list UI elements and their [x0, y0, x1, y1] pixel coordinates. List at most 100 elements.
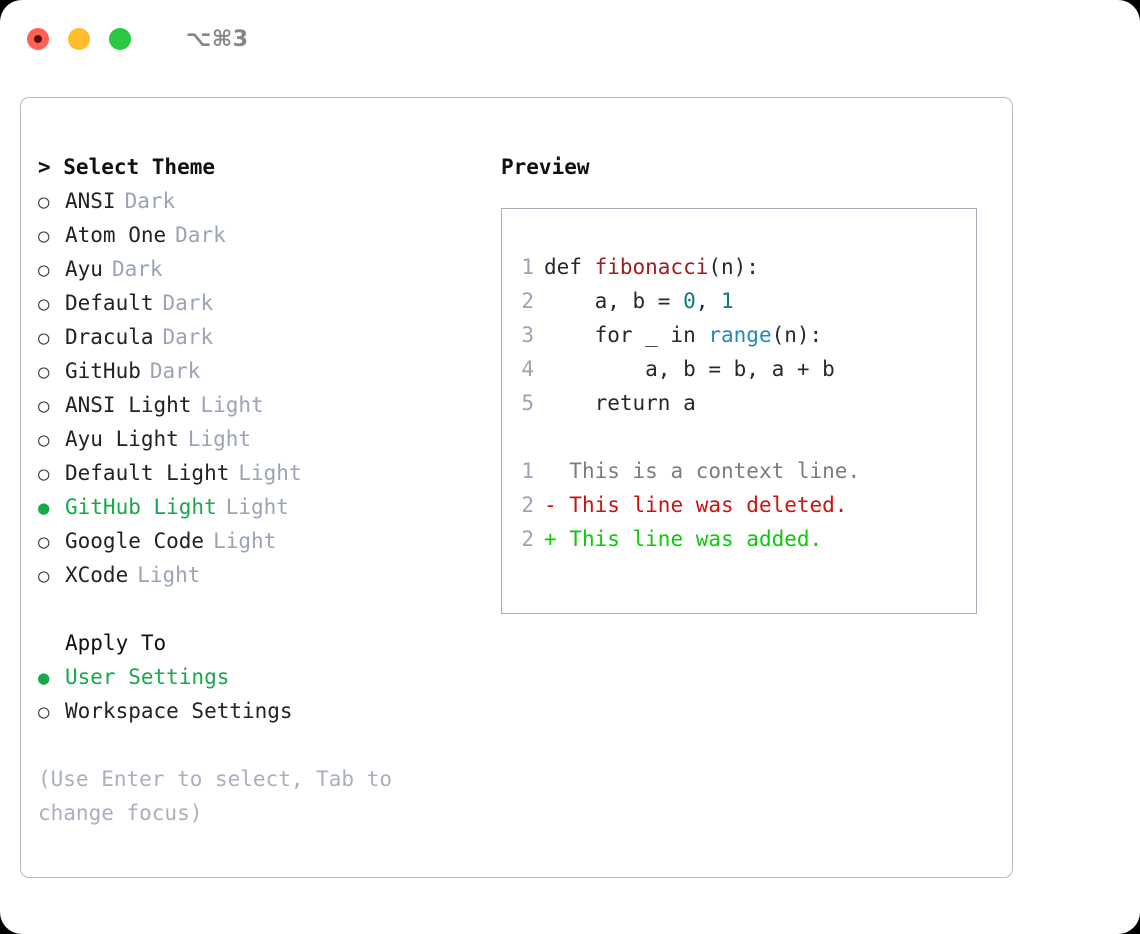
theme-option-label: Atom One: [65, 223, 167, 247]
theme-option-tag: Light: [137, 563, 201, 587]
theme-option[interactable]: ○ Google Code Light: [38, 524, 488, 558]
line-number: 1: [521, 459, 534, 483]
diff-marker: +: [544, 527, 570, 551]
theme-option-tag: Dark: [162, 325, 214, 349]
diff-marker: -: [544, 493, 570, 517]
radio-unselected-icon: ○: [38, 565, 50, 587]
theme-option-tag: Dark: [111, 257, 163, 281]
theme-option[interactable]: ○ ANSI Dark: [38, 184, 488, 218]
theme-option-tag: Dark: [175, 223, 226, 247]
theme-option-label: XCode: [65, 563, 129, 587]
code-line-text: return a: [544, 386, 696, 420]
radio-unselected-icon: ○: [38, 463, 50, 485]
radio-selected-icon: ●: [38, 497, 50, 519]
radio-unselected-icon: ○: [38, 531, 50, 553]
code-token: 0: [683, 289, 696, 313]
theme-option-tag: Dark: [162, 291, 214, 315]
keyboard-shortcut-label: ⌥⌘3: [186, 26, 249, 52]
radio-unselected-icon: ○: [38, 293, 50, 315]
code-token: a, b =: [544, 289, 684, 313]
code-token: def: [544, 255, 595, 279]
theme-option-tag: Dark: [124, 189, 176, 213]
minimize-button[interactable]: [68, 28, 90, 50]
theme-option-label: Ayu: [65, 257, 103, 281]
code-diff-spacer: [502, 420, 976, 454]
code-token: return a: [544, 391, 696, 415]
line-number: 5: [521, 391, 534, 415]
radio-unselected-icon: ○: [38, 395, 50, 417]
theme-option-tag: Light: [213, 529, 277, 553]
select-theme-header: > Select Theme: [38, 155, 216, 179]
theme-option[interactable]: ● GitHub Light Light: [38, 490, 488, 524]
code-line-text: for _ in range(n):: [544, 318, 823, 352]
apply-to-option-label: User Settings: [65, 665, 230, 689]
diff-line-text: This is a context line.: [569, 459, 861, 483]
theme-option[interactable]: ○ Ayu Light Light: [38, 422, 488, 456]
theme-option[interactable]: ○ XCode Light: [38, 558, 488, 592]
theme-option-label: Google Code: [65, 529, 205, 553]
apply-to-header: Apply To: [65, 631, 167, 655]
code-line: 5 return a: [502, 386, 976, 420]
code-line: 4 a, b = b, a + b: [502, 352, 976, 386]
code-line: 2 a, b = 0, 1: [502, 284, 976, 318]
apply-to-option[interactable]: ● User Settings: [38, 660, 488, 694]
title-bar: ⌥⌘3: [0, 0, 1140, 78]
window-controls: [27, 28, 131, 50]
diff-line-text: This line was deleted.: [569, 493, 848, 517]
code-token: range: [708, 323, 772, 347]
radio-unselected-icon: ○: [38, 361, 50, 383]
code-token: for _ in: [544, 323, 709, 347]
keyboard-hint: (Use Enter to select, Tab to change focu…: [38, 767, 393, 825]
radio-unselected-icon: ○: [38, 191, 50, 213]
apply-to-option-label: Workspace Settings: [65, 699, 293, 723]
apply-to-option[interactable]: ○ Workspace Settings: [38, 694, 488, 728]
code-token: (n):: [708, 255, 759, 279]
code-token: fibonacci: [594, 255, 709, 279]
code-line-text: a, b = b, a + b: [544, 352, 835, 386]
radio-unselected-icon: ○: [38, 259, 50, 281]
code-line: 1 def fibonacci(n):: [502, 250, 976, 284]
theme-option[interactable]: ○ Default Dark: [38, 286, 488, 320]
radio-unselected-icon: ○: [38, 327, 50, 349]
theme-option[interactable]: ○ Atom One Dark: [38, 218, 488, 252]
theme-option-label: Dracula: [65, 325, 154, 349]
theme-option[interactable]: ○ Dracula Dark: [38, 320, 488, 354]
diff-sample: 1 This is a context line. 2- This line wa…: [502, 454, 976, 556]
diff-line: 2- This line was deleted.: [502, 488, 976, 522]
theme-option-tag: Light: [238, 461, 302, 485]
maximize-button[interactable]: [109, 28, 131, 50]
theme-option-label: GitHub: [65, 359, 141, 383]
code-token: 1: [721, 289, 734, 313]
theme-option[interactable]: ○ Ayu Dark: [38, 252, 488, 286]
theme-option-tag: Light: [187, 427, 252, 451]
theme-option-tag: Light: [225, 495, 289, 519]
radio-unselected-icon: ○: [38, 701, 50, 723]
theme-option-label: ANSI: [65, 189, 116, 213]
theme-option-label: Ayu Light: [65, 427, 179, 451]
preview-header: Preview: [501, 155, 590, 179]
radio-unselected-icon: ○: [38, 429, 50, 451]
code-line-text: def fibonacci(n):: [544, 250, 759, 284]
code-token: ,: [695, 289, 722, 313]
radio-unselected-icon: ○: [38, 225, 50, 247]
code-line-text: a, b = 0, 1: [544, 284, 734, 318]
line-number: 2: [521, 527, 534, 551]
diff-line-text: This line was added.: [569, 527, 823, 551]
theme-option-label: Default: [65, 291, 154, 315]
line-number: 3: [521, 323, 534, 347]
close-button[interactable]: [27, 28, 49, 50]
radio-selected-icon: ●: [38, 667, 50, 689]
line-number: 1: [521, 255, 534, 279]
list-spacer: [38, 592, 488, 626]
theme-option-label: ANSI Light: [65, 393, 192, 417]
theme-option-label: GitHub Light: [65, 495, 217, 519]
